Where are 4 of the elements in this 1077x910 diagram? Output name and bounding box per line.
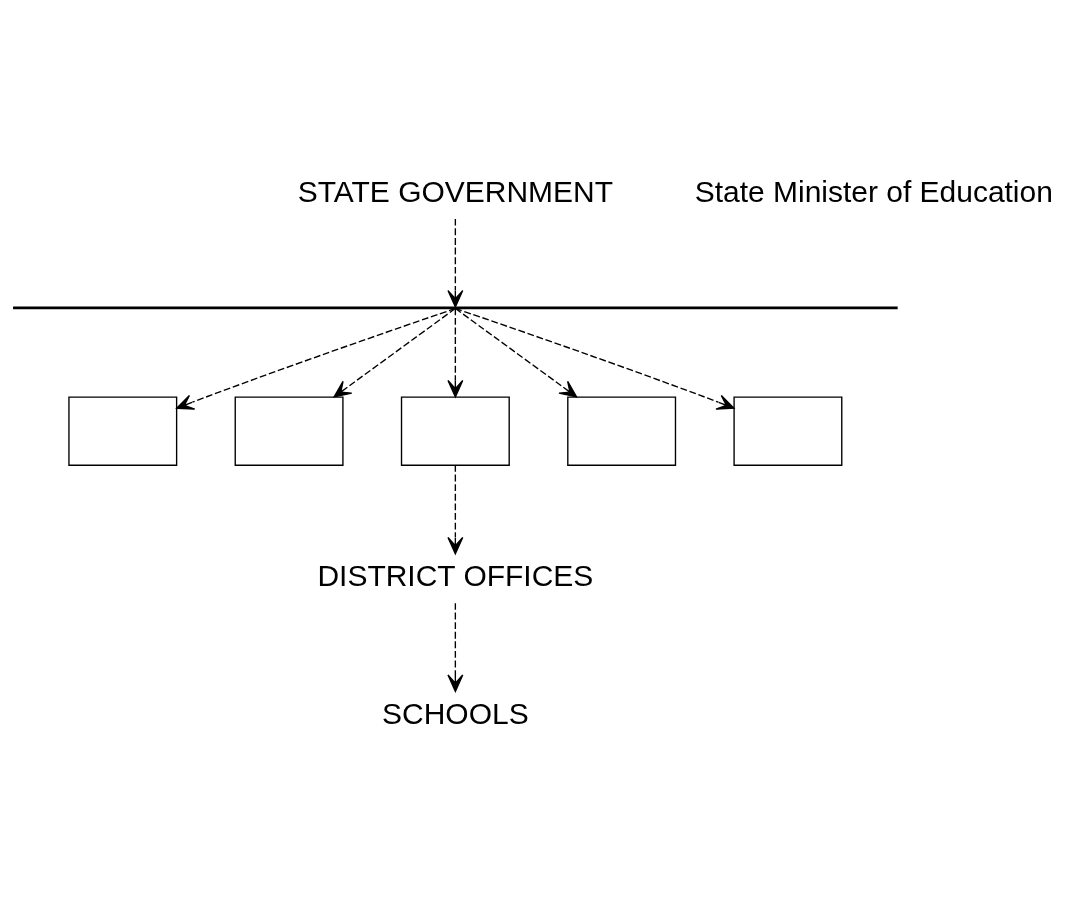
node-text: STATE GOVERNMENT xyxy=(297,174,613,208)
label: State Minister of Education xyxy=(694,174,1053,208)
node-text: SCHOOLS xyxy=(382,696,529,730)
node-text: DISTRICT OFFICES xyxy=(317,558,594,592)
